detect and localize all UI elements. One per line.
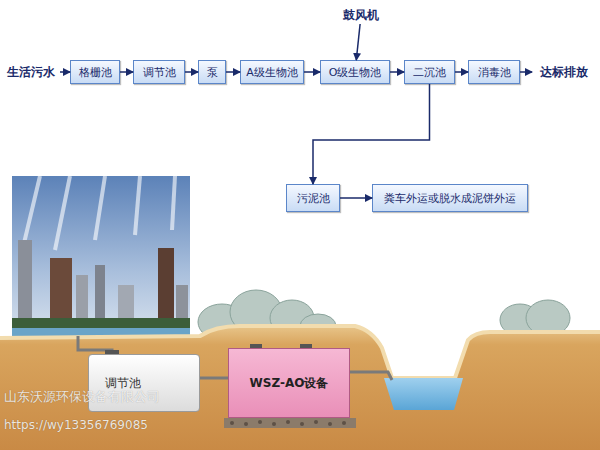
process-box: 粪车外运或脱水成泥饼外运 bbox=[372, 184, 528, 212]
watermark: 山东沃源环保设备有限公司 bbox=[4, 388, 160, 406]
node-text: 二沉池 bbox=[413, 66, 446, 79]
process-box: O级生物池 bbox=[320, 60, 390, 84]
node-text: 调节池 bbox=[105, 377, 141, 390]
text-group: O级生物池 bbox=[329, 66, 382, 79]
flow-arrow bbox=[313, 84, 430, 184]
text-group: 调节池 bbox=[143, 66, 176, 79]
text-group: 格栅池 bbox=[79, 66, 112, 79]
outlet-label: 达标排放 bbox=[532, 62, 596, 82]
process-box: 格栅池 bbox=[70, 60, 120, 84]
text-group: 达标排放 bbox=[540, 66, 588, 79]
flow-arrow bbox=[455, 71, 468, 73]
process-box: 调节池 bbox=[133, 60, 185, 84]
node-text: 生活污水 bbox=[7, 66, 55, 79]
flow-arrow bbox=[356, 24, 360, 60]
watermark: https://wy13356769085 bbox=[4, 418, 148, 432]
process-box: 消毒池 bbox=[468, 60, 520, 84]
source-label: 生活污水 bbox=[2, 62, 60, 82]
node-text: 泵 bbox=[207, 66, 218, 79]
node-text: O级生物池 bbox=[329, 66, 382, 79]
flow-arrow bbox=[304, 71, 320, 73]
node-text: 格栅池 bbox=[79, 66, 112, 79]
process-box: 污泥池 bbox=[286, 184, 340, 212]
process-box: 二沉池 bbox=[404, 60, 455, 84]
node-text: 达标排放 bbox=[540, 66, 588, 79]
flow-arrow bbox=[226, 71, 240, 73]
flow-arrow bbox=[520, 71, 532, 73]
flow-arrow bbox=[340, 197, 372, 199]
text-group: 粪车外运或脱水成泥饼外运 bbox=[384, 192, 516, 205]
flow-arrow bbox=[120, 71, 133, 73]
flow-arrow bbox=[390, 71, 404, 73]
node-text: 消毒池 bbox=[478, 66, 511, 79]
text-group: 二沉池 bbox=[413, 66, 446, 79]
node-text: 调节池 bbox=[143, 66, 176, 79]
node-text: 粪车外运或脱水成泥饼外运 bbox=[384, 192, 516, 205]
node-text: 污泥池 bbox=[297, 192, 330, 205]
equipment-label: 鼓风机 bbox=[336, 6, 386, 24]
text-group: WSZ-AO设备 bbox=[250, 377, 329, 390]
node-text: WSZ-AO设备 bbox=[250, 377, 329, 390]
node-text: 鼓风机 bbox=[343, 9, 379, 22]
process-box: 泵 bbox=[198, 60, 226, 84]
text-group: 生活污水 bbox=[7, 66, 55, 79]
text-group: 泵 bbox=[207, 66, 218, 79]
text-group: A级生物池 bbox=[246, 66, 298, 79]
text-group: 鼓风机 bbox=[343, 9, 379, 22]
flow-arrow bbox=[60, 71, 70, 73]
flow-arrow bbox=[185, 71, 198, 73]
text-group: 调节池 bbox=[105, 377, 141, 390]
text-group: 污泥池 bbox=[297, 192, 330, 205]
node-text: A级生物池 bbox=[246, 66, 298, 79]
text-group: 消毒池 bbox=[478, 66, 511, 79]
equipment-body: WSZ-AO设备 bbox=[228, 348, 350, 418]
process-box: A级生物池 bbox=[240, 60, 304, 84]
